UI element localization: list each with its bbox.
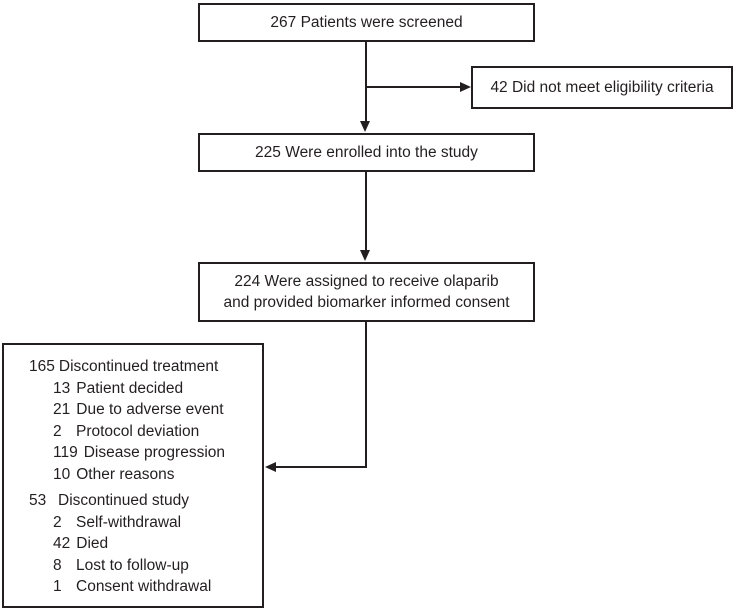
label: Discontinued study [58,492,189,509]
list-item: 2 Protocol deviation [53,421,256,443]
box-assigned-line2: and provided biomarker informed consent [223,294,510,311]
list-item: 1 Consent withdrawal [53,576,256,598]
label: Self-withdrawal [76,513,182,531]
discontinued-study-header: 53 Discontinued study [29,490,256,512]
arrow-down-icon [360,250,370,261]
label: Died [76,535,109,552]
label: Disease progression [83,444,226,461]
box-enrolled-text: 225 Were enrolled into the study [255,144,478,161]
connector-enrolled-to-assigned-line [365,172,367,251]
arrow-right-icon [460,82,471,92]
label: Due to adverse event [76,401,224,418]
list-item: 119 Disease progression [53,442,256,464]
count: 53 [29,492,47,509]
connector-assigned-down-line [365,322,367,468]
connector-to-discontinued-line [276,466,367,468]
arrow-left-icon [265,462,276,472]
list-item: 13 Patient decided [53,378,256,400]
discontinued-treatment-header: 165 Discontinued treatment [29,356,256,378]
count: 13 [53,379,71,397]
connector-screened-to-enrolled-line [365,42,367,122]
count: 10 [53,465,71,483]
count: 1 [53,578,62,595]
label: Protocol deviation [76,422,200,440]
arrow-down-icon [360,121,370,132]
label: Other reasons [76,465,175,483]
count: 119 [53,444,78,461]
label: Patient decided [76,379,184,397]
label: Discontinued treatment [58,358,219,375]
count: 2 [53,513,62,531]
connector-to-not-eligible-line [366,86,461,88]
list-item: 8 Lost to follow-up [53,555,256,577]
box-screened: 267 Patients were screened [198,3,535,42]
count: 165 [29,358,55,375]
list-item: 21 Due to adverse event [53,399,256,421]
list-item: 42 Died [53,533,256,555]
count: 21 [53,401,71,418]
count: 42 [53,535,71,552]
list-item: 10 Other reasons [53,464,256,486]
count: 8 [53,556,62,574]
box-discontinued: 165 Discontinued treatment 13 Patient de… [2,343,264,608]
box-not-eligible: 42 Did not meet eligibility criteria [471,66,733,109]
box-assigned-line1: 224 Were assigned to receive olaparib [234,273,499,290]
label: Lost to follow-up [76,556,189,574]
box-screened-text: 267 Patients were screened [270,14,463,31]
count: 2 [53,422,62,440]
box-enrolled: 225 Were enrolled into the study [198,133,535,172]
list-item: 2 Self-withdrawal [53,512,256,534]
box-assigned: 224 Were assigned to receive olaparib an… [198,262,535,322]
label: Consent withdrawal [76,578,212,595]
box-not-eligible-text: 42 Did not meet eligibility criteria [490,79,714,96]
